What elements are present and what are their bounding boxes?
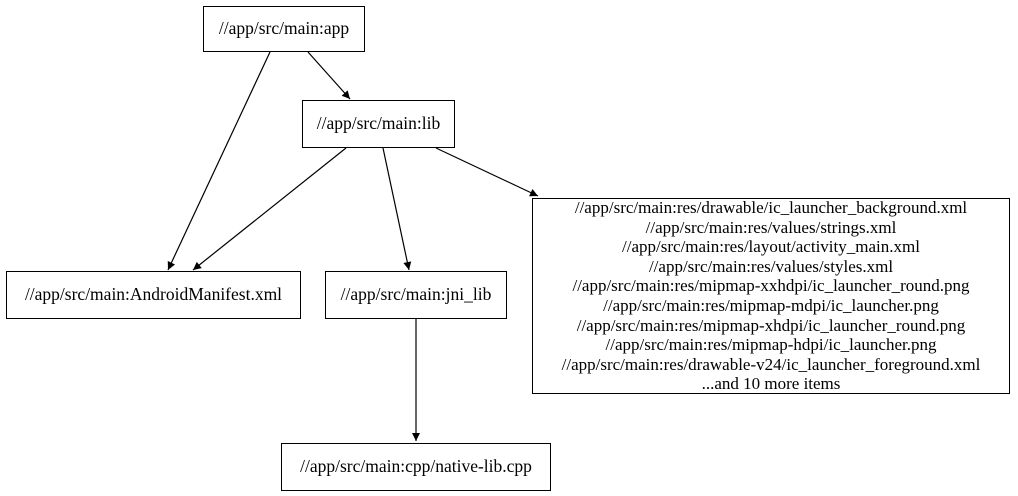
node-resources-lines: //app/src/main:res/drawable/ic_launcher_… — [561, 198, 981, 394]
node-lib-target: //app/src/main:lib — [302, 100, 455, 148]
edge-app-to-androidmanifest — [167, 51, 271, 271]
edge-lib-to-resources — [435, 147, 539, 197]
edge-lib-to-androidmanifest — [192, 147, 347, 271]
node-jni-lib-target: //app/src/main:jni_lib — [325, 271, 507, 319]
node-jni-lib-label: //app/src/main:jni_lib — [340, 284, 492, 305]
edge-lib-to-jni-lib — [382, 147, 412, 271]
node-native-cpp-label: //app/src/main:cpp/native-lib.cpp — [300, 456, 532, 477]
node-androidmanifest-label: //app/src/main:AndroidManifest.xml — [24, 284, 283, 305]
node-lib-label: //app/src/main:lib — [316, 113, 441, 134]
node-native-cpp-target: //app/src/main:cpp/native-lib.cpp — [281, 443, 551, 491]
node-resources-group: //app/src/main:res/drawable/ic_launcher_… — [532, 198, 1010, 394]
node-app-target: //app/src/main:app — [203, 6, 365, 52]
node-app-label: //app/src/main:app — [218, 18, 350, 39]
edge-app-to-lib — [307, 51, 351, 100]
node-androidmanifest-target: //app/src/main:AndroidManifest.xml — [6, 271, 301, 319]
